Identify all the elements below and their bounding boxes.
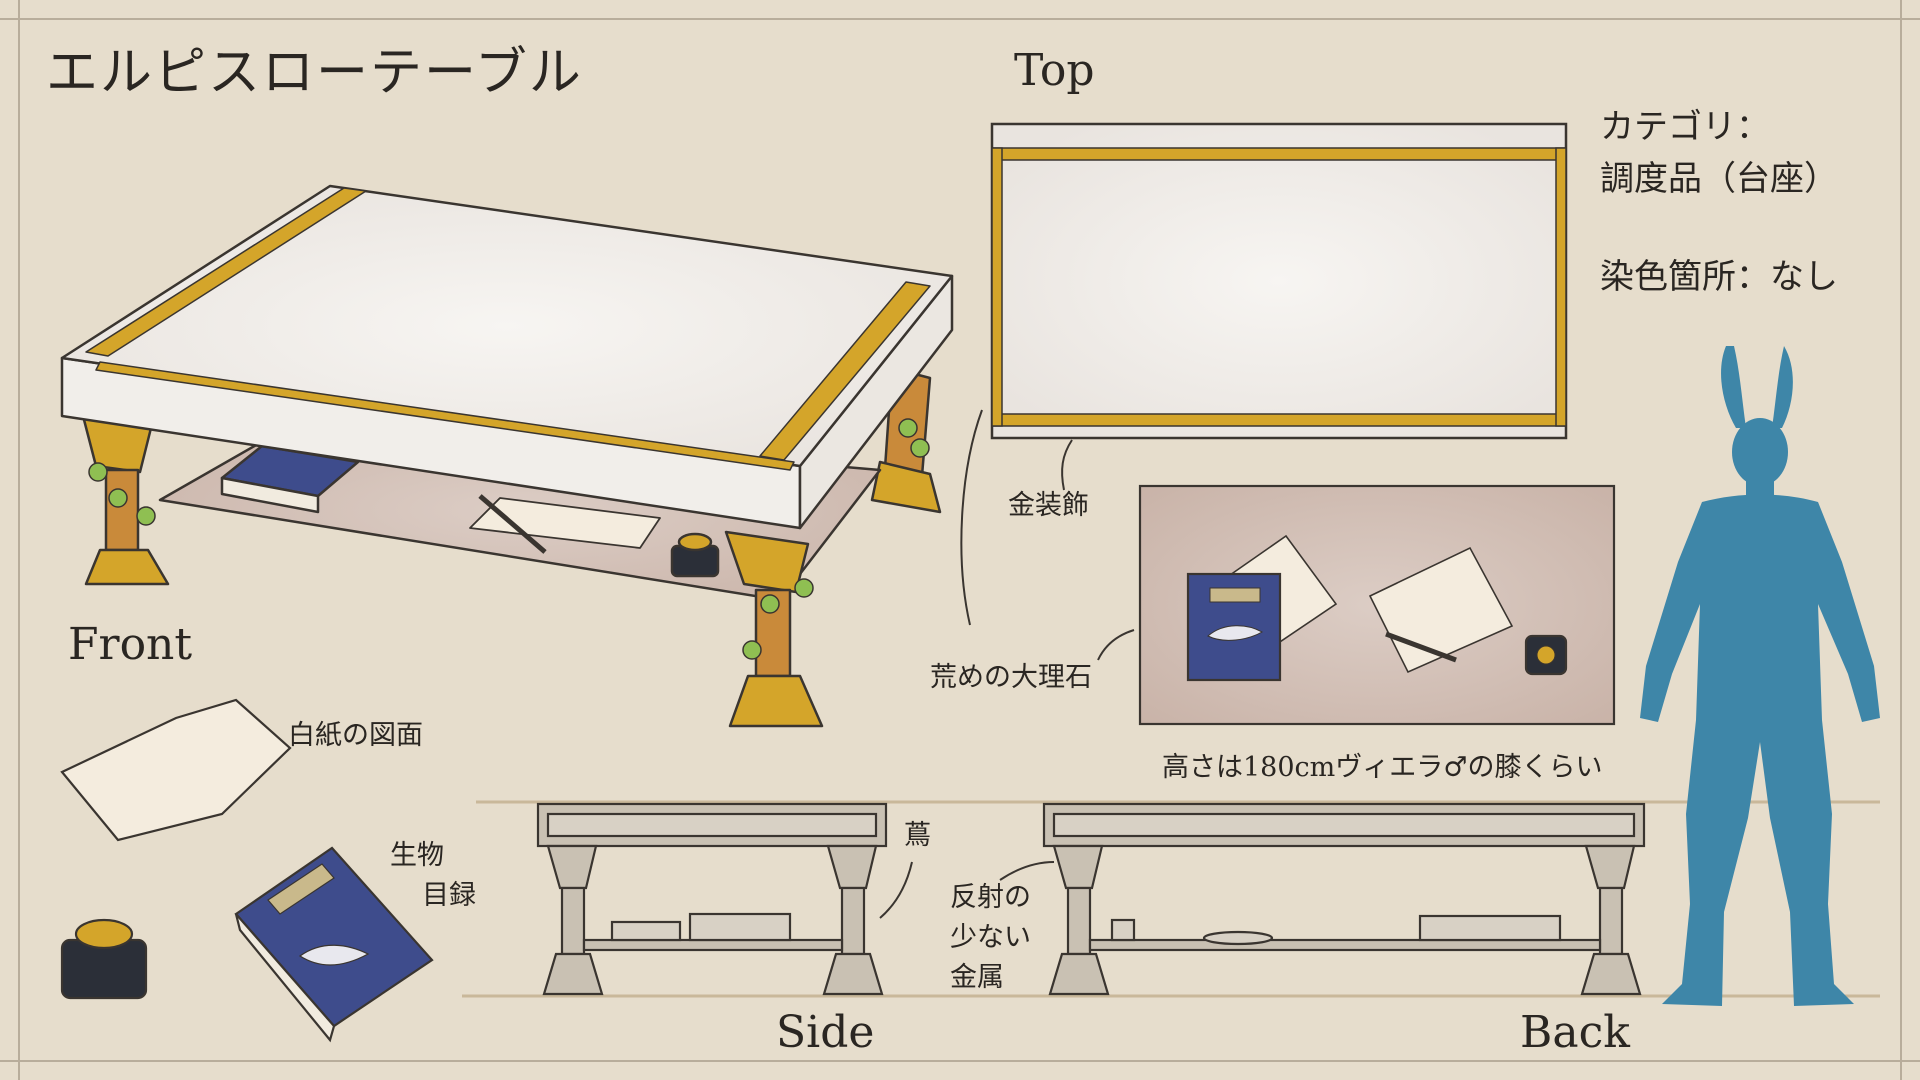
shelf-quill (478, 494, 547, 554)
arrow-gold-trim (1061, 439, 1073, 491)
back-view-table (1042, 802, 1646, 996)
annotation-catalog-line2: 目録 (422, 880, 476, 911)
tabletop-gold-band-front (95, 361, 795, 471)
arrow-marble-right (1097, 629, 1135, 661)
tabletop-gold-band-left (85, 187, 367, 357)
right-border-line (1900, 0, 1902, 1080)
annotation-height-note: 高さは180cmヴィエラ♂の膝くらい (1162, 752, 1603, 783)
annotation-ivy: 蔦 (904, 820, 931, 851)
closeup-quill (1385, 631, 1457, 663)
view-label-side: Side (776, 1007, 875, 1058)
top-gold-band-top (991, 147, 1567, 161)
closeup-ink-bottle (1524, 634, 1568, 676)
viera-silhouette (1640, 346, 1880, 1006)
left-border-line (18, 0, 20, 1080)
shelf-closeup (1138, 484, 1616, 726)
top-view-table (990, 122, 1568, 440)
top-gold-band-bottom (991, 413, 1567, 427)
view-label-top: Top (1014, 45, 1095, 96)
top-border-line (0, 18, 1920, 20)
arrow-metal (999, 861, 1055, 881)
annotation-gold-trim: 金装飾 (1008, 490, 1089, 521)
ink-bottle (60, 918, 148, 1000)
annotation-metal-line1: 反射の (950, 882, 1031, 913)
arrow-marble-left (960, 409, 983, 626)
page-title: エルピスローテーブル (46, 43, 583, 103)
annotation-metal-line2: 少ない (950, 922, 1031, 953)
bottom-border-line (0, 1060, 1920, 1062)
annotation-catalog-line1: 生物 (390, 840, 444, 871)
blank-drawing-paper (60, 698, 292, 842)
annotation-rough-marble: 荒めの大理石 (930, 662, 1092, 693)
view-label-back: Back (1520, 1007, 1630, 1058)
annotation-metal-line3: 金属 (950, 962, 1004, 993)
catalog-book (234, 846, 434, 1043)
category-label: カテゴリ： (1600, 107, 1770, 147)
front-view-table (60, 184, 954, 728)
side-view-table (536, 802, 888, 996)
front-right-leg (724, 530, 824, 728)
category-value: 調度品（台座） (1600, 159, 1838, 199)
closeup-book (1186, 572, 1282, 682)
dye-label: 染色箇所：なし (1600, 257, 1838, 297)
arrow-ivy (879, 861, 913, 919)
top-gold-band-right (1555, 147, 1567, 427)
ivy-leaves (88, 418, 930, 660)
shelf-ink-bottle (670, 532, 720, 578)
annotation-blank-drawing: 白紙の図面 (288, 720, 423, 751)
shelf-paper (469, 497, 661, 549)
top-gold-band-left (991, 147, 1003, 427)
view-label-front: Front (68, 619, 193, 670)
